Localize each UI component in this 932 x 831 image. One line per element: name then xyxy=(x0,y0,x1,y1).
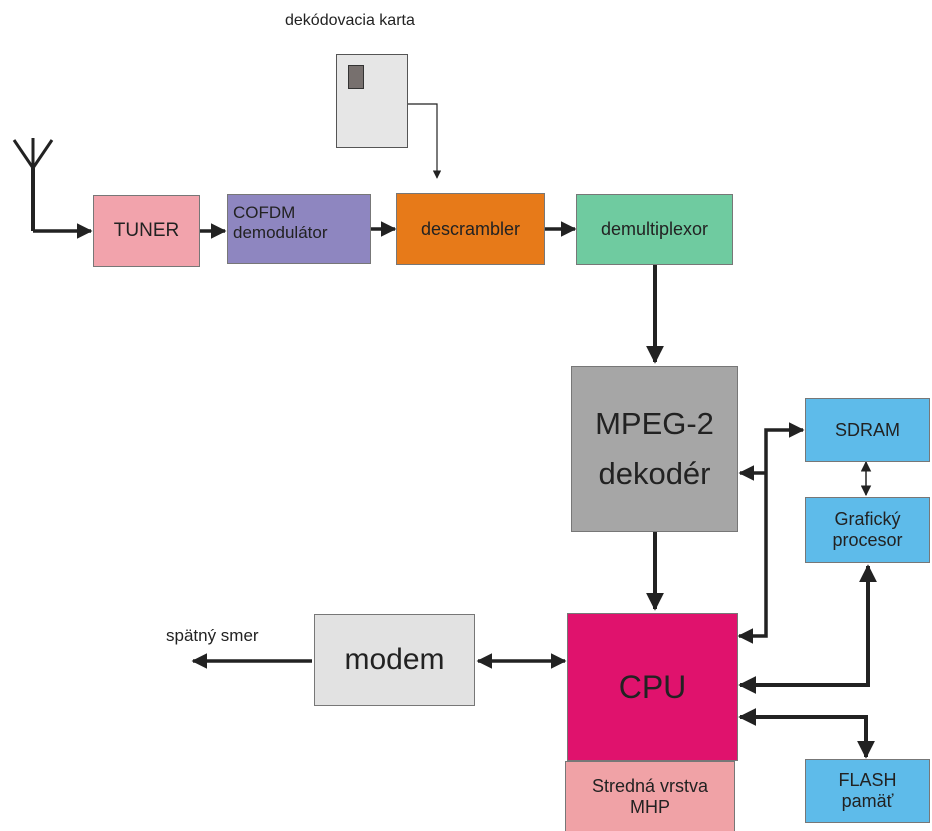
demultiplexor-label: demultiplexor xyxy=(600,219,709,240)
cofdm-label-line2: demodulátor xyxy=(233,222,328,242)
mhp-label-line2: MHP xyxy=(630,796,670,817)
graphics-label-line2: procesor xyxy=(832,530,903,550)
decoding-card xyxy=(336,54,408,148)
modem-block: modem xyxy=(314,614,475,706)
graphics-label-line1: Grafický xyxy=(834,509,901,530)
flash-label-line1: FLASH xyxy=(838,770,897,791)
mpeg2-label-line1: MPEG-2 xyxy=(595,406,714,442)
card-chip-icon xyxy=(348,65,364,89)
descrambler-block: descrambler xyxy=(396,193,545,265)
modem-label: modem xyxy=(344,642,445,676)
arrow-bus-sdram xyxy=(764,422,805,473)
sdram-block: SDRAM xyxy=(805,398,930,462)
decoding-card-label: dekódovacia karta xyxy=(285,12,415,29)
flash-label-line2: pamäť xyxy=(841,791,894,811)
flash-memory-block: FLASH pamäť xyxy=(805,759,930,823)
tuner-block: TUNER xyxy=(93,195,200,267)
mhp-middleware-block: Stredná vrstva MHP xyxy=(565,761,735,831)
antenna-icon xyxy=(12,138,54,231)
cpu-label: CPU xyxy=(618,668,687,705)
arrow-cpu-flash xyxy=(738,708,875,759)
mhp-label-line1: Stredná vrstva xyxy=(591,775,709,796)
graphics-processor-block: Grafický procesor xyxy=(805,497,930,563)
descrambler-label: descrambler xyxy=(420,218,521,239)
tuner-label: TUNER xyxy=(113,220,180,242)
mpeg2-decoder-block: MPEG-2 dekodér xyxy=(571,366,738,532)
sdram-label: SDRAM xyxy=(834,419,900,440)
demultiplexor-block: demultiplexor xyxy=(576,194,733,265)
cofdm-demodulator-block: COFDM demodulátor xyxy=(227,194,371,264)
cofdm-label-line1: COFDM xyxy=(233,203,296,222)
return-direction-label: spätný smer xyxy=(166,626,259,645)
arrow-bus-cpu xyxy=(737,473,768,644)
arrow-cpu-graphics xyxy=(738,564,877,694)
arrow-card-descrambler xyxy=(408,103,442,179)
cpu-block: CPU xyxy=(567,613,738,761)
mpeg2-label-line2: dekodér xyxy=(598,456,711,491)
